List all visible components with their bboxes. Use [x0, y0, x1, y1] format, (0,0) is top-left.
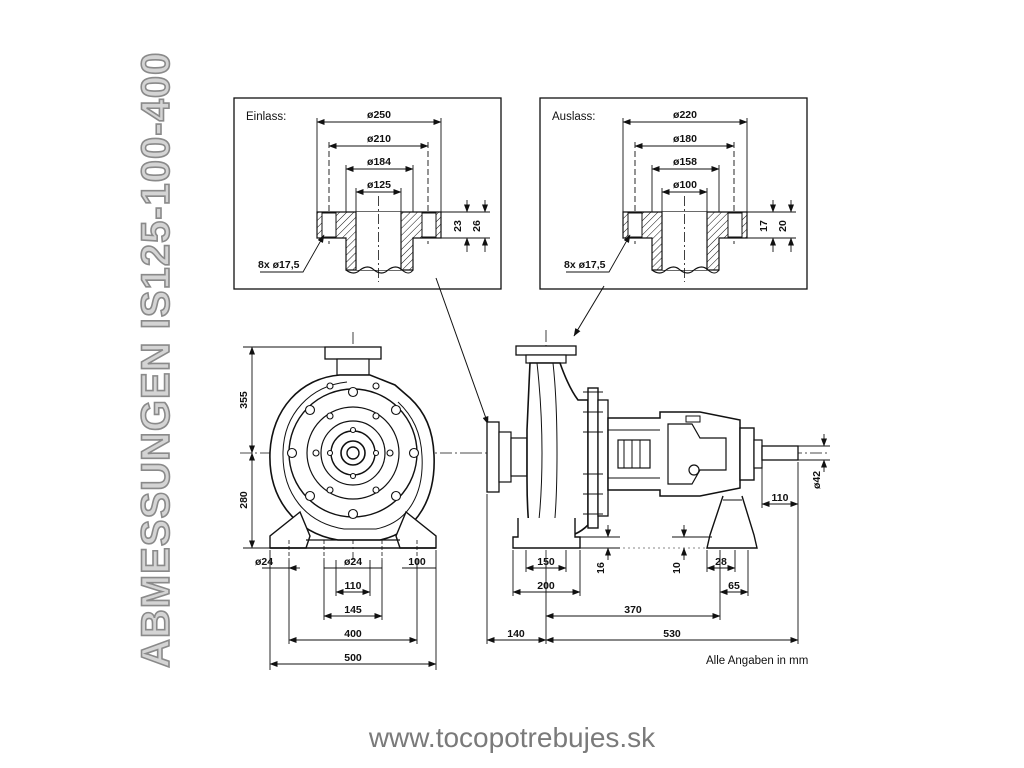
website-url: www.tocopotrebujes.sk — [368, 722, 656, 753]
page-title: ABMESSUNGEN IS125-100-400 — [133, 51, 179, 669]
detail-leaders — [435, 277, 605, 425]
inlet-bolt-note: 8x ø17,5 — [258, 259, 300, 271]
side-dim-150: 150 — [537, 556, 555, 568]
inlet-flange-detail — [233, 97, 502, 290]
inlet-detail-frame — [233, 97, 502, 290]
outlet-dim-h1: 17 — [758, 220, 770, 232]
outlet-detail-frame — [539, 97, 808, 290]
drawing-labels: Einlass: ø250 ø210 ø184 ø125 23 26 8x ø1… — [238, 109, 823, 667]
outlet-dim-d1: ø220 — [673, 109, 697, 121]
casing-bolts — [286, 382, 420, 520]
inlet-dim-d2: ø210 — [367, 133, 391, 145]
front-dim-355: 355 — [238, 391, 250, 409]
side-dim-10: 10 — [671, 562, 683, 574]
inlet-dim-h1: 23 — [452, 220, 464, 232]
outlet-flange-detail — [539, 97, 808, 290]
inlet-dim-h2: 26 — [471, 220, 483, 232]
outlet-dim-h2: 20 — [777, 220, 789, 232]
front-dim-110: 110 — [345, 580, 362, 592]
side-dim-16: 16 — [595, 562, 607, 574]
side-dim-28: 28 — [715, 556, 727, 568]
front-dim-145: 145 — [344, 604, 362, 616]
side-dim-140: 140 — [507, 628, 525, 640]
front-dim-hole-center: ø24 — [344, 556, 362, 568]
side-dim-200: 200 — [537, 580, 555, 592]
pump-front-view — [240, 332, 470, 670]
inlet-dim-d1: ø250 — [367, 109, 391, 121]
side-dim-shaft-dia: ø42 — [811, 471, 823, 489]
front-dim-400: 400 — [344, 628, 362, 640]
pump-side-view — [470, 330, 830, 644]
side-dim-65: 65 — [728, 580, 740, 592]
front-dim-hole-left: ø24 — [255, 556, 273, 568]
cover-bolts — [583, 391, 603, 515]
inlet-dim-d3: ø184 — [367, 156, 391, 168]
units-note: Alle Angaben in mm — [706, 655, 808, 667]
side-dim-370: 370 — [624, 604, 642, 616]
inlet-dim-d4: ø125 — [367, 179, 391, 191]
outlet-dim-d2: ø180 — [673, 133, 697, 145]
side-dim-110: 110 — [772, 492, 789, 504]
outlet-label: Auslass: — [552, 111, 595, 123]
front-dim-280: 280 — [238, 491, 250, 509]
front-dim-100: 100 — [408, 556, 426, 568]
outlet-dim-d3: ø158 — [673, 156, 697, 168]
front-dim-500: 500 — [344, 652, 362, 664]
outlet-dim-d4: ø100 — [673, 179, 697, 191]
outlet-bolt-note: 8x ø17,5 — [564, 259, 606, 271]
side-dim-530: 530 — [663, 628, 681, 640]
inlet-label: Einlass: — [246, 111, 286, 123]
